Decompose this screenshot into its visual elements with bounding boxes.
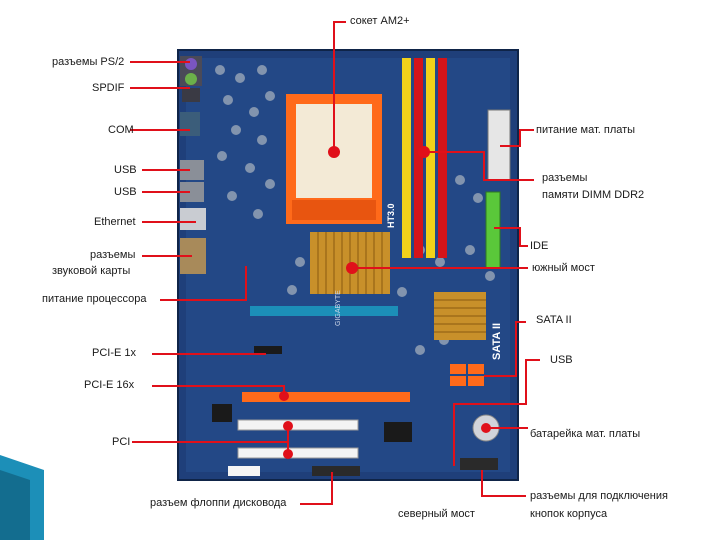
label-usb-1: USB	[114, 164, 137, 176]
pointer-sata	[484, 321, 526, 377]
ide-connector	[485, 191, 501, 269]
pointer-board-power	[500, 129, 534, 147]
pointer-socket	[333, 21, 346, 152]
spdif-port	[182, 88, 200, 102]
label-sound-line-1: разъемы	[90, 249, 136, 261]
motherboard: GIGABYTE SATA II HT3.0	[177, 49, 519, 481]
dimm-slots	[402, 58, 447, 258]
corner-decoration	[0, 455, 44, 540]
pcie-x1-slot	[250, 306, 398, 316]
label-memory-line-2: памяти DIMM DDR2	[542, 189, 645, 201]
pointer-memory	[424, 151, 534, 181]
label-floppy: разъем флоппи дисковода	[150, 497, 287, 509]
label-cpu-power: питание процессора	[42, 293, 147, 305]
label-case-line-1: разъемы для подключения	[530, 490, 668, 502]
label-socket: сокет AM2+	[350, 15, 410, 27]
silkscreen-text-1: GIGABYTE	[335, 290, 342, 326]
pointer-cpu-power	[160, 266, 247, 301]
label-usb-2: USB	[114, 186, 137, 198]
pointer-dots	[279, 146, 491, 459]
label-usb-right: USB	[550, 354, 573, 366]
pointer-usb-right	[453, 359, 540, 466]
pcie-x16-slot	[242, 392, 410, 402]
pointer-case	[481, 470, 526, 497]
label-pcie-x16: PCI-E 16x	[84, 379, 135, 391]
label-board-power: питание мат. платы	[536, 124, 636, 136]
label-ide: IDE	[530, 240, 549, 252]
pci-slot-2	[237, 447, 359, 459]
label-northbridge: северный мост	[398, 508, 475, 520]
sata-connectors	[450, 364, 484, 386]
label-com: COM	[108, 124, 134, 136]
label-ethernet: Ethernet	[94, 216, 136, 228]
front-panel-header	[460, 458, 498, 470]
label-ps2: разъемы PS/2	[52, 56, 125, 68]
label-memory-line-1: разъемы	[542, 172, 588, 184]
floppy-connector	[312, 466, 360, 476]
label-southbridge: южный мост	[532, 262, 595, 274]
usb-port-1	[180, 160, 204, 180]
label-spdif: SPDIF	[92, 82, 125, 94]
com-port	[180, 112, 200, 136]
southbridge-heatsink	[434, 292, 486, 340]
label-sound-line-2: звуковой карты	[52, 265, 131, 277]
label-battery: батарейка мат. платы	[530, 428, 641, 440]
label-pcie-x1: PCI-E 1x	[92, 347, 137, 359]
pointer-ide	[494, 227, 528, 247]
silkscreen-text-2: SATA II	[491, 323, 503, 360]
silkscreen-text-3: HT3.0	[386, 203, 396, 228]
label-pci: PCI	[112, 436, 131, 448]
label-sata: SATA II	[536, 314, 572, 326]
label-case-line-2: кнопок корпуса	[530, 508, 608, 520]
ethernet-port	[180, 208, 206, 230]
pci-slot-1	[237, 419, 359, 431]
usb-port-2	[180, 182, 204, 202]
pointer-floppy	[300, 472, 333, 505]
pointer-lines	[130, 21, 540, 505]
